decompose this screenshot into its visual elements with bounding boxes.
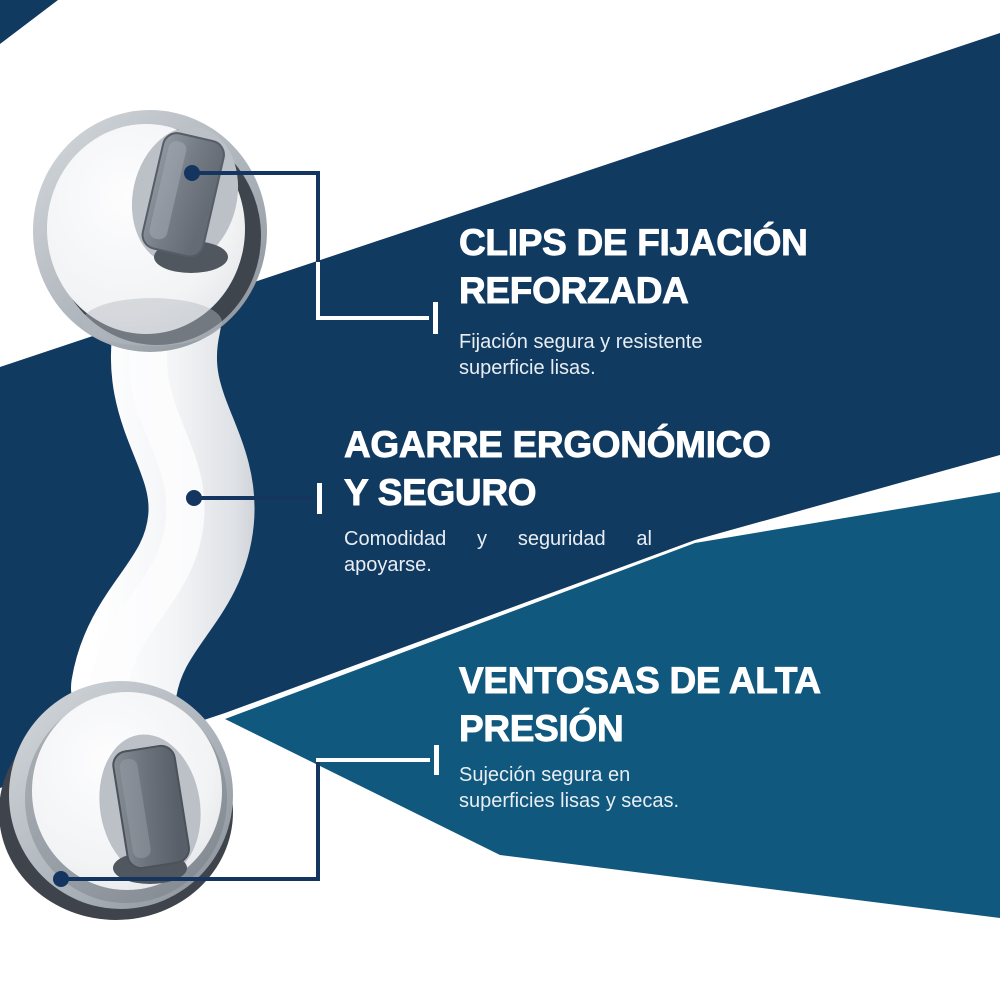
teal-diagonal-band [225,492,1000,918]
bottom-suction-cup [0,681,233,920]
callout-ventosas-heading-line1: VENTOSAS DE ALTA [459,660,822,702]
navy-diagonal-band [0,33,1000,788]
top-clip-bevel [149,141,187,240]
connector-ventosas [53,745,439,887]
connector-clips [184,165,438,334]
callout-clips: CLIPS DE FIJACIÓN REFORZADA Fijación seg… [459,219,809,381]
handle-shaft-highlight [89,303,205,707]
top-cup-neck-shade [82,298,222,346]
connector-tick-ventosas [434,745,439,775]
callout-agarre-heading-line2: Y SEGURO [344,472,537,514]
connector-agarre [186,483,322,514]
connector-tick-clips [433,302,438,334]
callout-agarre-body: Comodidad y seguridad al apoyarse. [344,528,652,576]
callout-ventosas: VENTOSAS DE ALTA PRESIÓN Sujeción segura… [459,657,822,814]
callout-ventosas-heading-line2: PRESIÓN [459,708,625,750]
callout-clips-body: Fijación segura y resistente superficie … [459,331,703,379]
corner-accent-triangle [0,0,58,44]
connector-line-clips-dark [192,171,320,262]
connector-line-clips-white [316,262,429,320]
connector-line-ventosas-dark [61,762,320,881]
connector-line-ventosas-white [316,758,430,762]
callout-clips-heading-line1: CLIPS DE FIJACIÓN [459,222,809,264]
handle-shaft [71,269,255,741]
top-locking-clip [141,132,225,258]
connector-tick-agarre [317,483,322,514]
bottom-clip-bevel [119,758,151,859]
callout-ventosas-body: Sujeción segura en superficies lisas y s… [459,764,680,812]
callout-clips-heading-line2: REFORZADA [459,270,690,312]
callout-agarre-heading-line1: AGARRE ERGONÓMICO [344,424,772,466]
callout-agarre: AGARRE ERGONÓMICO Y SEGURO Comodidad y s… [344,421,772,578]
bottom-locking-clip [112,744,190,870]
